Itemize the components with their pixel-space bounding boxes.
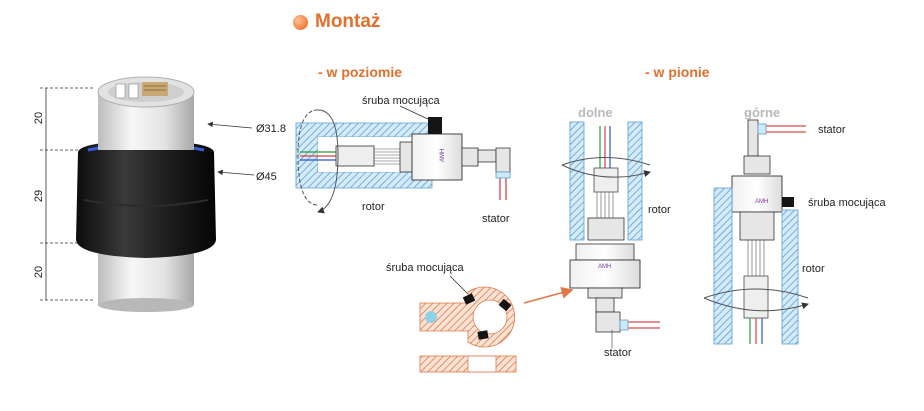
lower-stator-label: stator bbox=[604, 347, 632, 359]
horizontal-rotor-label: rotor bbox=[362, 201, 385, 213]
vertical-lower-mounting: dolne AMH bbox=[561, 105, 671, 359]
svg-text:AMH: AMH bbox=[755, 199, 768, 205]
bullet-dot-icon bbox=[293, 14, 308, 30]
upper-screw-label: śruba mocująca bbox=[808, 197, 887, 209]
horizontal-stator-label: stator bbox=[482, 213, 510, 225]
vertical-upper-mounting: górne AMH bbox=[703, 105, 887, 345]
title-text: Montaż bbox=[315, 11, 381, 32]
dim-inner-diameter: Ø31.8 bbox=[256, 123, 286, 135]
upper-rotor-label: rotor bbox=[802, 263, 825, 275]
svg-text:AMH: AMH bbox=[440, 149, 446, 162]
detail-screw-label: śruba mocująca bbox=[386, 262, 465, 274]
dim-middle: 29 bbox=[33, 190, 45, 202]
dim-bottom: 20 bbox=[33, 266, 45, 278]
lower-rotor-label: rotor bbox=[648, 204, 671, 216]
slip-ring-product: 20 29 20 Ø31.8 Ø45 bbox=[33, 76, 286, 312]
horizontal-screw-label: śruba mocująca bbox=[362, 95, 441, 107]
clamp-detail: śruba mocująca bbox=[386, 262, 574, 373]
dim-outer-diameter: Ø45 bbox=[256, 171, 277, 183]
horizontal-mounting: AMH śruba mocująca rotor stator bbox=[295, 95, 511, 225]
page-title: Montaż bbox=[293, 8, 380, 36]
lower-title: dolne bbox=[578, 105, 613, 120]
dim-top: 20 bbox=[33, 112, 45, 124]
upper-title: górne bbox=[744, 105, 780, 120]
section-vertical-title: - w pionie bbox=[645, 64, 710, 80]
upper-stator-label: stator bbox=[818, 124, 846, 136]
svg-text:AMH: AMH bbox=[598, 264, 611, 270]
section-horizontal-title: - w poziomie bbox=[318, 64, 402, 80]
